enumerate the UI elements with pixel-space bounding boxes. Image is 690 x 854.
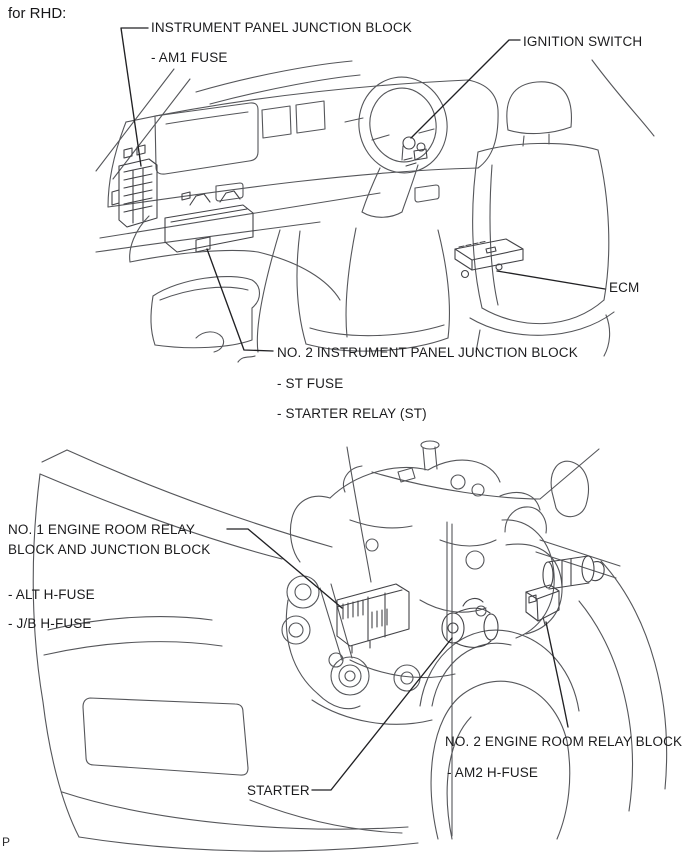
ignition-switch-drawing	[402, 136, 428, 167]
label-no1-engine-room-relay-block: NO. 1 ENGINE ROOM RELAY BLOCK AND JUNCTI…	[8, 520, 210, 560]
starter-leader	[311, 637, 453, 791]
van-body-outline	[32, 446, 621, 852]
label-starter: STARTER	[247, 783, 310, 798]
label-ignition-switch: IGNITION SWITCH	[523, 34, 643, 49]
no2-instrument-panel-junction-block-drawing	[164, 190, 254, 253]
cabin-floor-and-seats	[129, 215, 451, 363]
no1-engine-room-relay-block-drawing	[336, 583, 410, 654]
label-starter-relay-st: - STARTER RELAY (ST)	[277, 406, 427, 421]
no2-instrument-panel-junction-block-leader	[206, 248, 274, 352]
ignition-switch-leader	[410, 39, 521, 139]
front-wheel-drawing	[419, 560, 668, 840]
variant-heading: for RHD:	[8, 5, 67, 22]
dashboard-drawing	[95, 79, 499, 253]
label-no1-line1: NO. 1 ENGINE ROOM RELAY	[8, 522, 195, 537]
no2-engine-room-relay-block-leader	[545, 621, 569, 728]
label-no1-line2: BLOCK AND JUNCTION BLOCK	[8, 542, 211, 557]
label-st-fuse: - ST FUSE	[277, 376, 344, 391]
label-am2-h-fuse: - AM2 H-FUSE	[447, 765, 539, 780]
label-ecm: ECM	[609, 280, 640, 295]
steering-wheel-drawing	[344, 76, 448, 218]
ecm-drawing	[454, 238, 524, 279]
instrument-panel-junction-block-leader	[120, 27, 149, 167]
label-alt-h-fuse: - ALT H-FUSE	[8, 587, 95, 602]
drive-shaft-drawing	[542, 555, 605, 590]
label-instrument-panel-junction-block: INSTRUMENT PANEL JUNCTION BLOCK	[151, 20, 412, 35]
starter-drawing	[441, 597, 499, 648]
label-jb-h-fuse: - J/B H-FUSE	[8, 616, 92, 631]
no2-engine-room-relay-block-drawing	[525, 584, 560, 626]
label-no2-engine-room-relay-block: NO. 2 ENGINE ROOM RELAY BLOCK	[445, 734, 683, 749]
instrument-panel-junction-block-drawing	[111, 144, 158, 228]
label-am1-fuse: - AM1 FUSE	[151, 50, 228, 65]
page-footer-mark: P	[2, 835, 11, 849]
no1-engine-room-relay-block-leader	[226, 528, 343, 609]
label-no2-instrument-panel-junction-block: NO. 2 INSTRUMENT PANEL JUNCTION BLOCK	[277, 345, 578, 360]
front-seat-drawing	[469, 81, 615, 357]
ecm-leader	[496, 270, 606, 290]
